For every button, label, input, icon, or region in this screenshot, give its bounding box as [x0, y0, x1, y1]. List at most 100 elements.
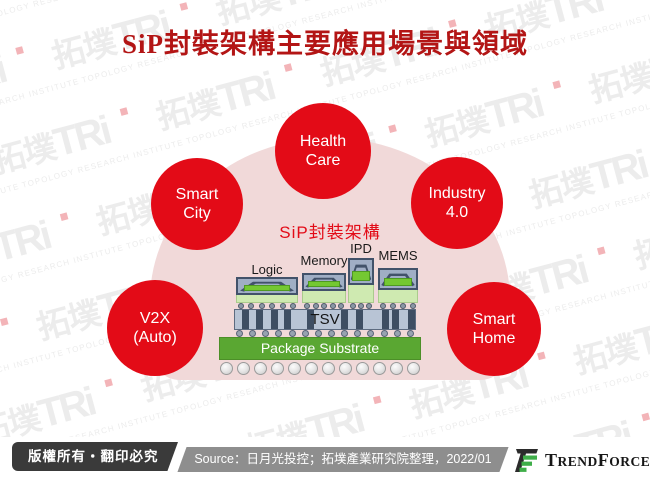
sip-architecture-label: SiP封裝架構: [279, 223, 381, 242]
bubble-v2x-auto: V2X (Auto): [107, 280, 203, 376]
dot: [354, 330, 362, 337]
bubble-label: Smart: [472, 311, 516, 328]
chip-pad: [378, 290, 418, 303]
bubble-smart-home: Smart Home: [447, 282, 541, 376]
chip-pad: [348, 285, 374, 303]
chip-die: [244, 284, 290, 291]
chip-package: [348, 258, 374, 285]
bubble-label: Care: [305, 152, 341, 169]
dot: [390, 361, 403, 375]
chip-logic: [236, 277, 298, 309]
dot: [366, 303, 372, 309]
chip-pad: [236, 295, 298, 303]
dot: [271, 361, 284, 375]
tsv-interposer: TSV: [234, 309, 416, 330]
dot: [358, 303, 364, 309]
chip-label-logic: Logic: [251, 262, 283, 277]
dot: [237, 361, 250, 375]
dot: [289, 303, 296, 309]
bump-row: [302, 303, 346, 309]
dot: [279, 303, 286, 309]
bubble-label: Smart: [175, 186, 219, 203]
bubble-industry-40: Industry 4.0: [411, 157, 503, 249]
chip-ipd: [348, 258, 374, 309]
dot: [288, 361, 301, 375]
dot: [350, 303, 356, 309]
dot: [236, 330, 243, 337]
chip-die: [352, 270, 370, 281]
dot: [327, 330, 335, 337]
package-substrate: Package Substrate: [219, 337, 421, 360]
bubble-label: City: [183, 205, 211, 222]
source-bar: Source：日月光投控；拓墣產業研究院整理，2022/01: [177, 447, 509, 472]
dot: [312, 303, 319, 309]
dot: [304, 303, 310, 309]
bubble-label: Home: [472, 330, 516, 347]
chip-pad: [302, 291, 346, 303]
tsv-via: [307, 310, 314, 329]
solder-ball-row: [220, 361, 420, 375]
dot: [367, 330, 375, 337]
dot: [321, 303, 327, 309]
bubble-label: V2X: [139, 310, 171, 327]
dot: [288, 330, 296, 337]
dot: [322, 361, 335, 375]
dot: [380, 330, 388, 337]
trendforce-mark-icon: [515, 449, 538, 472]
tsv-via: [256, 310, 263, 329]
tsv-via: [271, 310, 278, 329]
dot: [305, 361, 318, 375]
dot: [258, 303, 265, 309]
chip-label-ipd: IPD: [350, 241, 372, 256]
dot: [393, 330, 401, 337]
dot: [407, 361, 420, 375]
dot: [314, 330, 322, 337]
tsv-via: [284, 310, 291, 329]
tsv-via: [356, 310, 363, 329]
dot: [373, 361, 386, 375]
dot: [356, 361, 369, 375]
bubble-health-care: Health Care: [275, 103, 371, 199]
chip-mems: [378, 268, 418, 309]
dot: [341, 330, 349, 337]
dot: [262, 330, 270, 337]
dot: [249, 330, 257, 337]
chip-package: [378, 268, 418, 290]
dot: [275, 330, 283, 337]
dot: [301, 330, 309, 337]
dot: [390, 303, 396, 309]
bubble-label: Industry: [428, 185, 486, 202]
bump-row: [236, 303, 298, 309]
dot: [248, 303, 255, 309]
dot: [410, 303, 416, 309]
bump-row: [378, 303, 418, 309]
tsv-via: [242, 310, 249, 329]
dot: [329, 303, 336, 309]
page-title: SiP封裝架構主要應用場景與領域: [121, 29, 528, 59]
bubble-label: (Auto): [133, 329, 177, 346]
chip-die: [383, 278, 413, 286]
tsv-via: [392, 310, 399, 329]
bump-row: [348, 303, 374, 309]
chip-package: [236, 277, 298, 295]
tsv-via: [341, 310, 348, 329]
tsv-label: TSV: [310, 311, 340, 328]
dot: [338, 303, 344, 309]
tsv-via: [408, 310, 415, 329]
dot: [254, 361, 267, 375]
chip-die: [308, 280, 340, 287]
tsv-via: [382, 310, 389, 329]
copyright-text: 版權所有‧翻印必究: [28, 449, 159, 464]
dot: [400, 303, 406, 309]
trendforce-logo: TRENDFORCE: [514, 446, 650, 474]
dot: [339, 361, 352, 375]
dot: [406, 330, 414, 337]
chip-label-mems: MEMS: [378, 248, 418, 263]
dot: [238, 303, 244, 309]
dot: [269, 303, 276, 309]
